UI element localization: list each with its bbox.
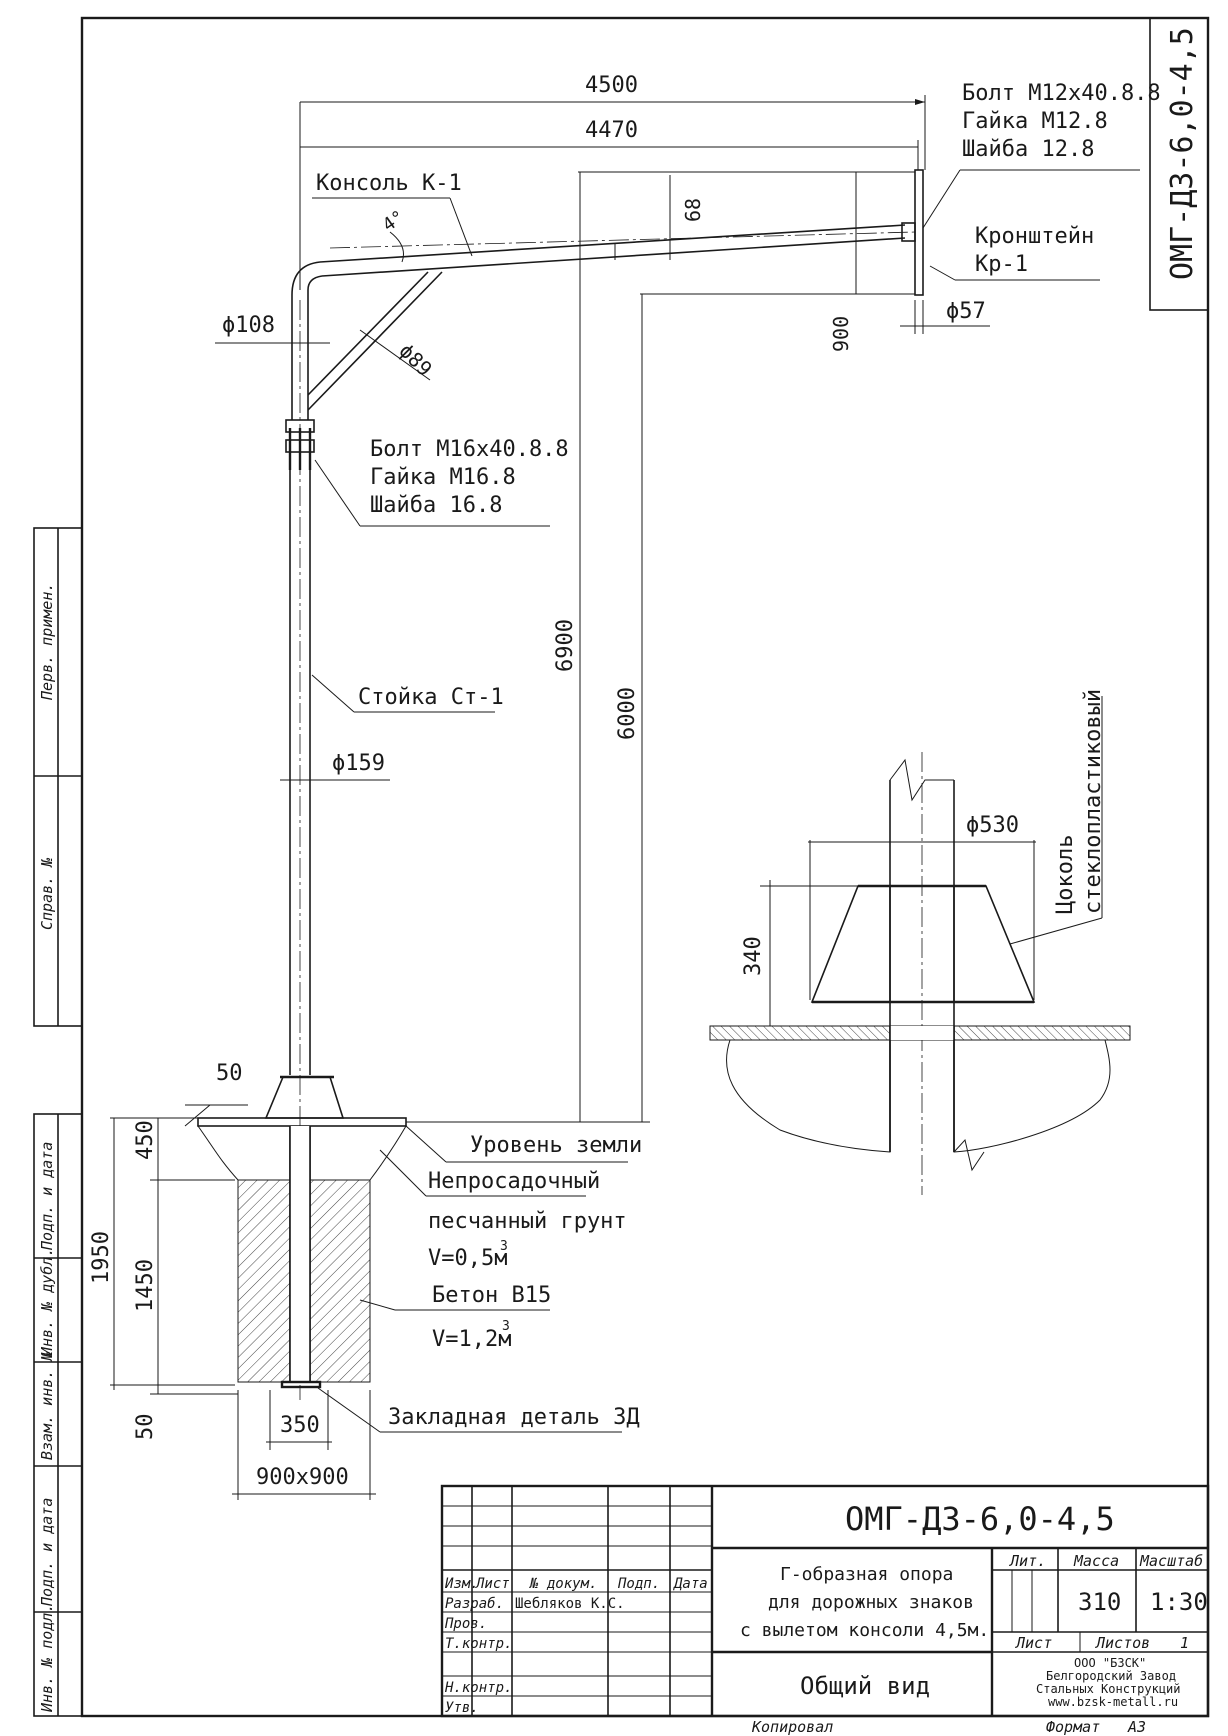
label-embed: Закладная деталь ЗД <box>388 1405 640 1430</box>
title-block: Изм. Лист № докум. Подп. Дата Разраб. Ше… <box>440 1484 1210 1718</box>
label-washer-top: Шайба 12.8 <box>962 137 1094 162</box>
label-bolt-top: Болт М12х40.8.8 <box>962 81 1161 106</box>
stamp-row-checked: Пров. <box>444 1616 487 1632</box>
title-line-1: Г-образная опора <box>780 1564 953 1585</box>
stamp-format-label: Формат <box>1046 1718 1100 1736</box>
dim-900x900: 900х900 <box>256 1465 349 1490</box>
side-stamp-field: Взам. инв. № <box>38 1352 56 1460</box>
detail-dim-340: 340 <box>741 936 766 976</box>
stamp-sheets: 1 <box>1180 1634 1189 1652</box>
side-stamp-field: Перв. примен. <box>38 583 56 701</box>
stamp-mass: 310 <box>1078 1588 1121 1616</box>
dim-50-top: 50 <box>216 1061 243 1086</box>
leader-labels: Болт М12х40.8.8 Гайка М12.8 Шайба 12.8 К… <box>311 81 1161 1433</box>
label-soil-volume: V=0,5м <box>428 1246 507 1271</box>
company-line-2: Белгородский Завод <box>1046 1669 1176 1683</box>
drawing-frame <box>80 16 1210 1718</box>
side-stamp-field: Инв. № дубл. <box>38 1248 56 1357</box>
stamp-header-list: Лист <box>475 1576 510 1592</box>
label-washer-mid: Шайба 16.8 <box>370 493 502 518</box>
side-stamp: Перв. примен. Справ. № Подп. и дата Инв.… <box>33 527 83 1717</box>
dim-6900: 6900 <box>553 619 578 672</box>
stamp-header-date: Дата <box>673 1576 708 1592</box>
label-ground: Уровень земли <box>470 1133 642 1158</box>
dim-4470: 4470 <box>585 118 638 143</box>
plinth-detail: 340 ϕ530 Цоколь стеклопластиковый <box>709 689 1131 1195</box>
stamp-lit-label: Лит. <box>1008 1552 1046 1570</box>
label-nut-top: Гайка М12.8 <box>962 109 1108 134</box>
stamp-copied-label: Копировал <box>751 1718 833 1736</box>
stamp-row-norm-control: Н.контр. <box>444 1680 512 1696</box>
stamp-scale-label: Масштаб <box>1139 1552 1203 1570</box>
label-bracket-code: Кр-1 <box>975 252 1028 277</box>
side-stamp-field: Подп. и дата <box>38 1498 56 1607</box>
label-nut-mid: Гайка М16.8 <box>370 465 516 490</box>
label-post: Стойка Ст-1 <box>358 685 504 710</box>
sheet-title: Общий вид <box>800 1672 930 1700</box>
stamp-row-approved: Утв. <box>445 1700 479 1716</box>
dim-phi57: ϕ57 <box>946 299 986 324</box>
stamp-scale: 1:30 <box>1150 1588 1208 1616</box>
dim-350: 350 <box>280 1413 320 1438</box>
label-soil-2: песчанный грунт <box>428 1209 627 1234</box>
stamp-format: А3 <box>1127 1718 1146 1736</box>
stamp-row-developer: Разраб. <box>445 1596 504 1612</box>
company-line-4: www.bzsk-metall.ru <box>1048 1695 1178 1709</box>
label-plinth: Цоколь <box>1053 835 1078 914</box>
dim-1450: 1450 <box>133 1259 158 1312</box>
side-stamp-field: Справ. № <box>38 858 56 930</box>
side-stamp-field: Инв. № подл. <box>38 1604 56 1713</box>
dimensions: 4500 4470 68 900 6900 6000 ϕ57 ϕ108 ϕ89 <box>89 73 990 1500</box>
stamp-designation: ОМГ-ДЗ-6,0-4,5 <box>845 1500 1115 1538</box>
label-soil-1: Непросадочный <box>428 1169 600 1194</box>
stamp-sheets-label: Листов <box>1094 1634 1150 1652</box>
dim-68: 68 <box>681 198 705 222</box>
dim-phi89: ϕ89 <box>394 339 437 382</box>
dim-phi159: ϕ159 <box>332 751 385 776</box>
label-plinth-material: стеклопластиковый <box>1081 689 1106 914</box>
stamp-developer-name: Шебляков К.С. <box>515 1596 625 1612</box>
label-concrete: Бетон В15 <box>432 1283 551 1308</box>
side-designation: ОМГ-ДЗ-6,0-4,5 <box>1149 17 1209 311</box>
label-concrete-cube: 3 <box>502 1319 510 1334</box>
side-designation-text: ОМГ-ДЗ-6,0-4,5 <box>1165 27 1200 280</box>
side-stamp-field: Подп. и дата <box>38 1142 56 1251</box>
detail-dim-phi530: ϕ530 <box>966 813 1019 838</box>
label-soil-cube: 3 <box>500 1239 508 1254</box>
stamp-sheet-label: Лист <box>1014 1634 1052 1652</box>
title-line-3: с вылетом консоли 4,5м. <box>740 1620 989 1641</box>
label-bracket: Кронштейн <box>975 224 1094 249</box>
dim-phi108: ϕ108 <box>222 313 275 338</box>
title-line-2: для дорожных знаков <box>768 1592 974 1613</box>
dim-1950: 1950 <box>89 1231 114 1284</box>
label-bolt-mid: Болт М16х40.8.8 <box>370 437 569 462</box>
stamp-header-sign: Подп. <box>617 1576 660 1592</box>
dim-4500: 4500 <box>585 73 638 98</box>
stamp-header-doc: № докум. <box>529 1576 597 1592</box>
label-console: Консоль К-1 <box>316 171 462 196</box>
dim-900: 900 <box>829 316 853 352</box>
stamp-row-tech-control: Т.контр. <box>445 1636 512 1652</box>
stamp-mass-label: Масса <box>1073 1552 1119 1570</box>
company-line-1: ООО "БЗСК" <box>1074 1656 1146 1670</box>
stamp-header-izm: Изм. <box>444 1576 479 1592</box>
pole-assembly <box>197 169 924 1400</box>
dim-50-bottom: 50 <box>133 1414 158 1441</box>
label-concrete-volume: V=1,2м <box>432 1327 511 1352</box>
dim-6000: 6000 <box>615 687 640 740</box>
dim-450: 450 <box>133 1120 158 1160</box>
company-line-3: Стальных Конструкций <box>1036 1682 1181 1696</box>
dim-angle4: 4° <box>379 206 409 236</box>
